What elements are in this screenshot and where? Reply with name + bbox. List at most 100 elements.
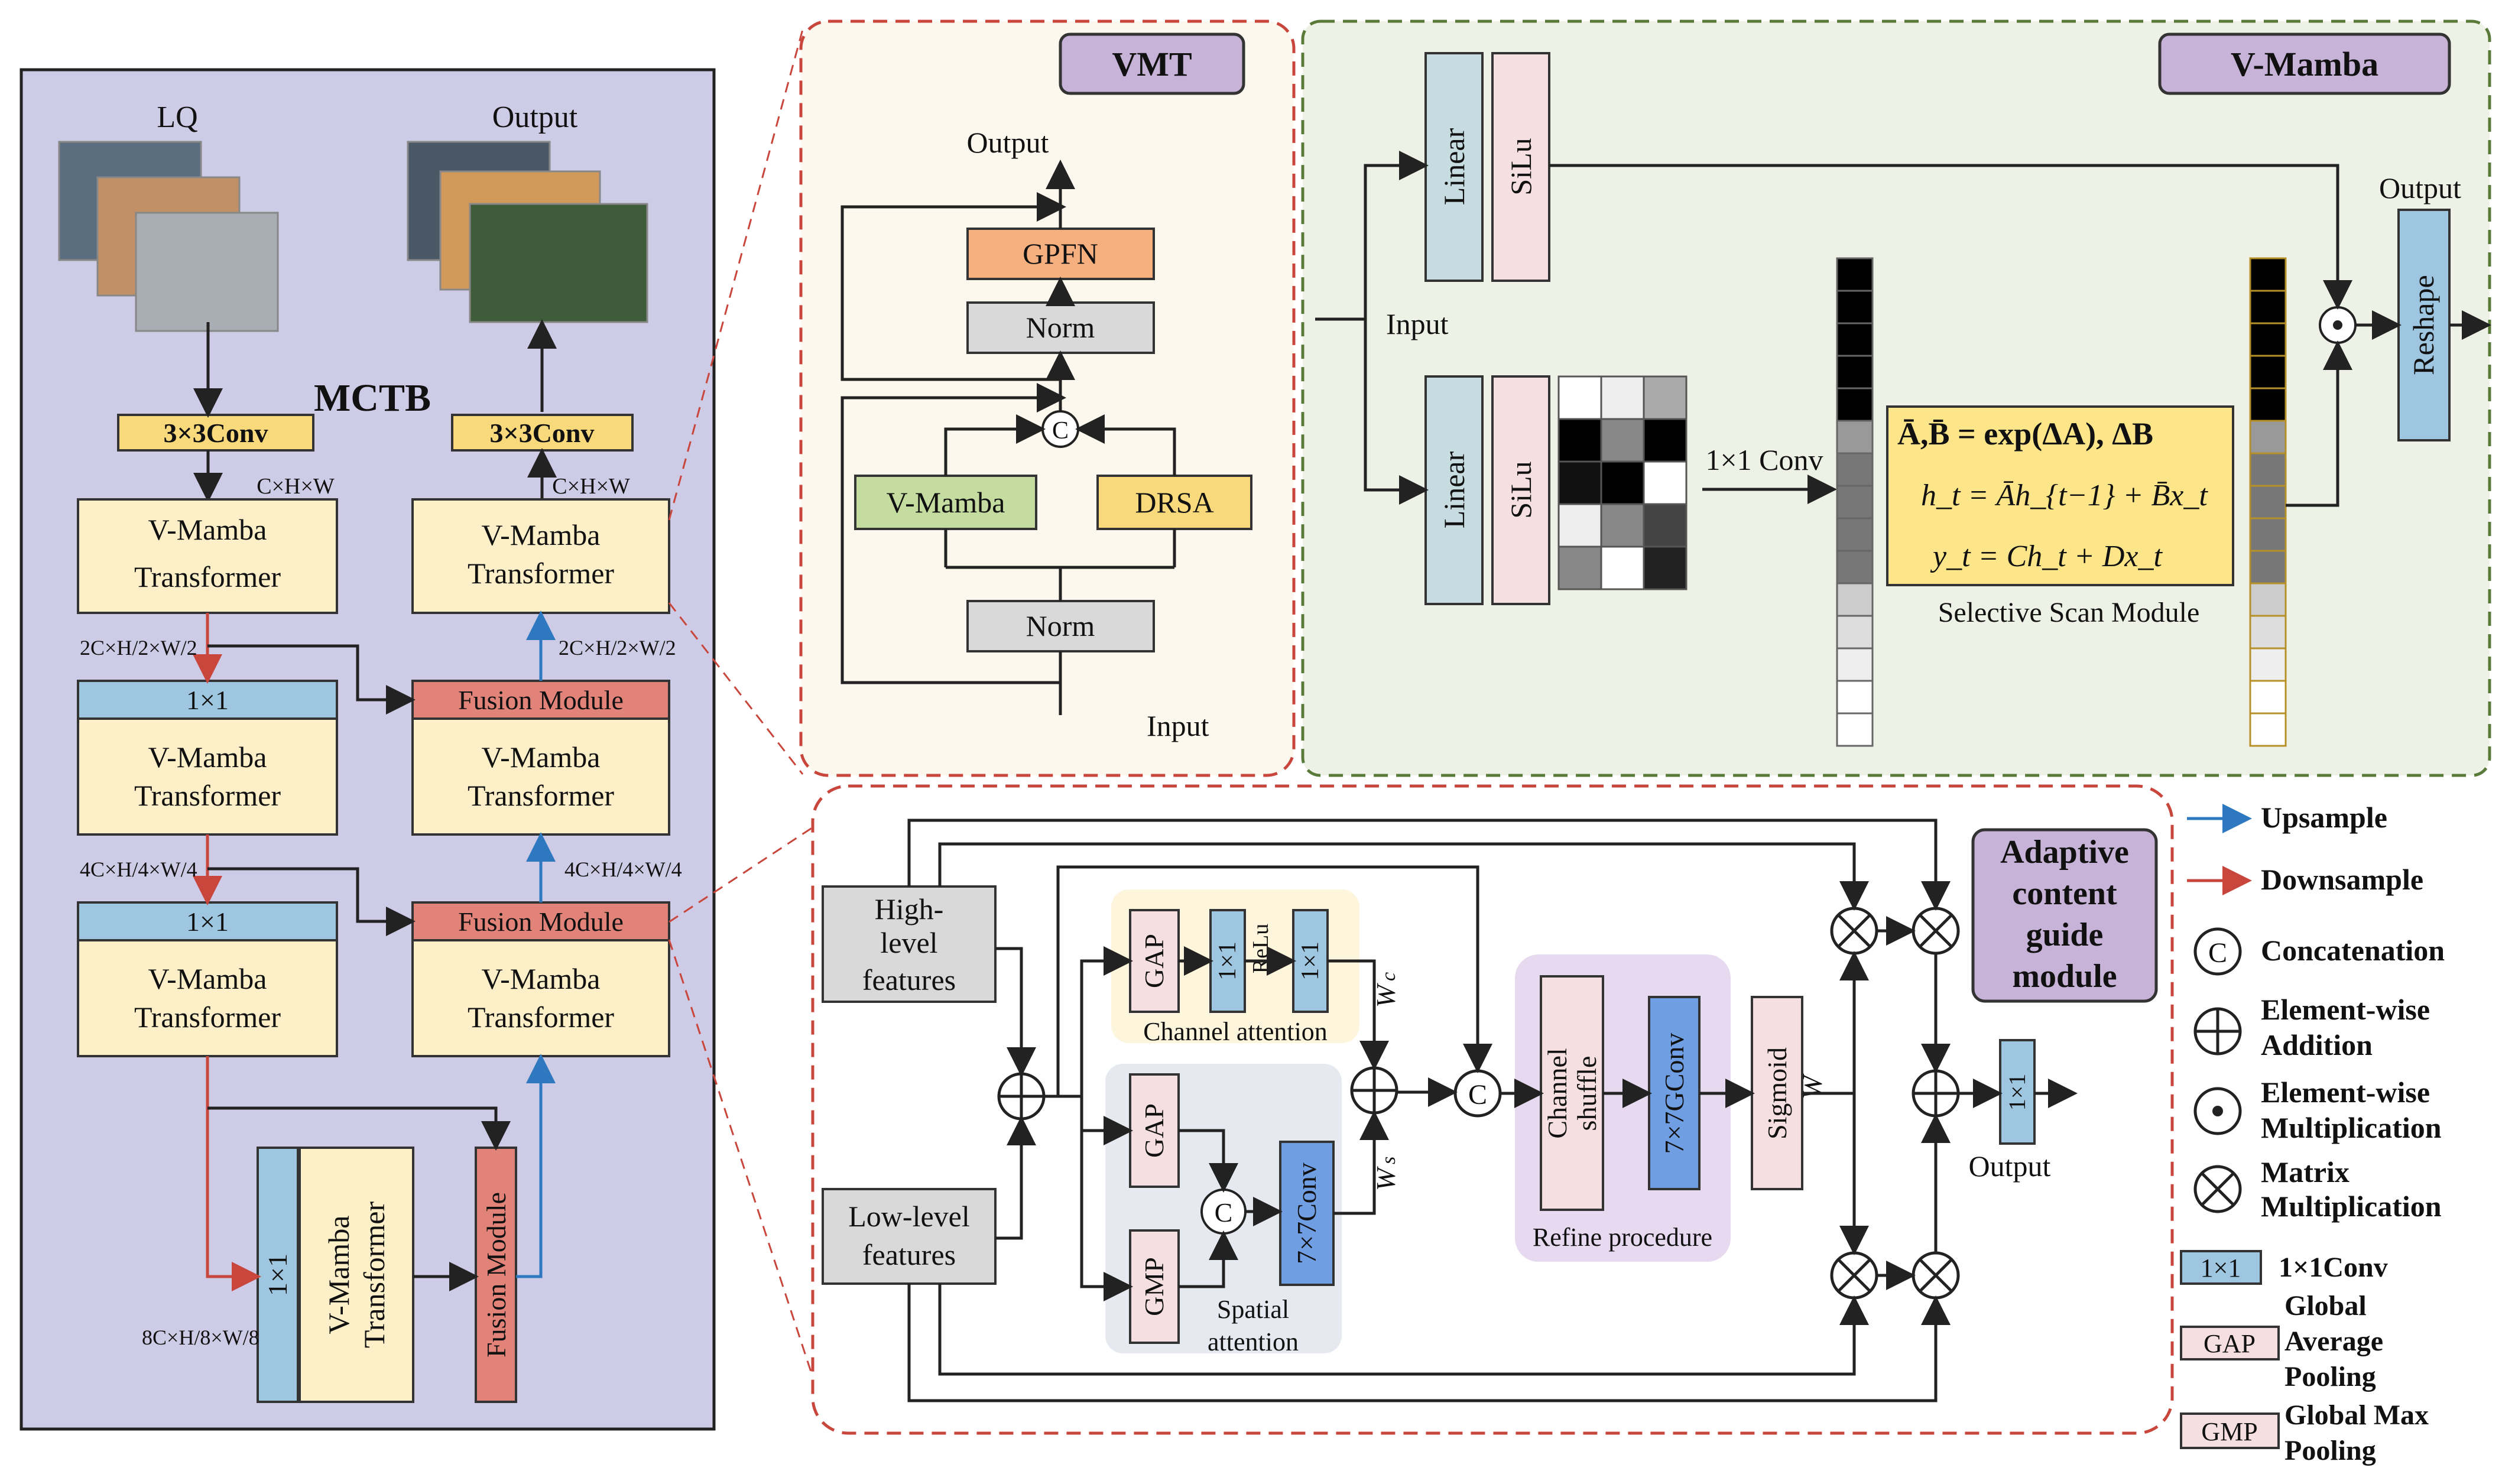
acgm-to-gap-ca	[1080, 946, 1133, 1096]
dim-chw-left: C×H×W	[257, 474, 335, 499]
lq-image-stack	[58, 141, 279, 332]
vmt-left-3-l1: V-Mamba	[148, 962, 267, 995]
legend-matmul-l1: Matrix	[2261, 1155, 2350, 1189]
legend-gap-l1: Global	[2284, 1290, 2367, 1321]
acgm-title-box	[1971, 828, 2158, 1003]
gap-ca-label: GAP	[1139, 934, 1169, 988]
conv1x1-ca-2-label: 1×1	[1297, 941, 1324, 980]
w-label: W	[1797, 1073, 1828, 1099]
channel-shuffle-l1: Channel	[1542, 1048, 1572, 1138]
vmamba-ssm-path	[2286, 340, 2352, 507]
acgm-panel: Adaptive content guide module High- leve…	[811, 784, 2174, 1435]
legend-gap-l2: Average	[2284, 1326, 2383, 1357]
reshape-label: Reshape	[2407, 275, 2440, 375]
legend-gap-key: GAP	[2204, 1329, 2256, 1358]
legend-matmul-cross	[2201, 1172, 2235, 1206]
conv1x1-bottom	[257, 1147, 299, 1403]
vmt-left-2	[77, 717, 338, 836]
concat-main-label: C	[1468, 1079, 1487, 1110]
vmt-right-3-l1: V-Mamba	[482, 962, 601, 995]
norm-bottom-box	[966, 600, 1155, 652]
vmamba-label: V-Mamba	[887, 486, 1005, 519]
equation-3: y_t = Ch_t + Dx_t	[1930, 540, 2163, 573]
legend-matmul-l2: Multiplication	[2261, 1190, 2442, 1223]
wc-sub: c	[1378, 972, 1400, 981]
conv1x1-left-2-label: 1×1	[186, 907, 229, 937]
channel-shuffle-l2: shuffle	[1572, 1056, 1602, 1131]
vmt-output-label: Output	[967, 126, 1049, 159]
sequence-in	[1836, 257, 1874, 747]
dim-chw-right: C×H×W	[552, 474, 630, 499]
add-icon-1-cross	[999, 1074, 1044, 1119]
vmt-left-3	[77, 939, 338, 1057]
norm-top-label: Norm	[1026, 311, 1095, 344]
sequence-out	[2249, 257, 2287, 747]
legend-add-l2: Addition	[2261, 1028, 2373, 1061]
legend-add-cross	[2195, 1009, 2240, 1054]
acgm-ca-to-add	[1328, 959, 1389, 1070]
linear-bottom-box	[1424, 375, 1484, 605]
high-l1: High-	[875, 892, 944, 926]
vmt-right-2-l2: Transformer	[468, 779, 614, 812]
vmamba-gate-path	[1549, 164, 2352, 310]
legend: Upsample Downsample C Concatenation Elem…	[2180, 801, 2445, 1466]
vmt-left-1-l2: Transformer	[134, 560, 281, 593]
silu-top-box	[1491, 52, 1550, 282]
add-icon-2-cross	[1352, 1068, 1397, 1113]
channel-shuffle-box	[1540, 975, 1604, 1211]
acgm-title-l3: guide	[2026, 917, 2104, 953]
vmt-bottom	[298, 1147, 414, 1403]
legend-concat-symbol: C	[2208, 937, 2227, 969]
legend-mul-dot	[2212, 1106, 2223, 1116]
acgm-high-to-add	[995, 947, 1036, 1077]
conv-out-label: 3×3Conv	[489, 418, 594, 448]
legend-conv-key: 1×1	[2201, 1254, 2241, 1282]
legend-gmp-box	[2180, 1412, 2280, 1449]
gmp-box-sa	[1129, 1229, 1180, 1344]
legend-gmp-key: GMP	[2201, 1417, 2257, 1446]
vmt-right-2-l1: V-Mamba	[482, 741, 601, 774]
legend-gmp-l1: Global Max	[2284, 1399, 2429, 1431]
acgm-low-skip-inner	[938, 1284, 1869, 1376]
acgm-title-l2: content	[2012, 875, 2117, 912]
vmt-left-2-l1: V-Mamba	[148, 741, 267, 774]
vmamba-panel: V-Mamba Input Output Linear SiLu Linear …	[1301, 20, 2491, 777]
low-level-features-box	[822, 1188, 997, 1285]
vmt-vmamba-to-concat	[944, 414, 1046, 476]
vmamba-input-to-linear-bottom	[1364, 319, 1429, 505]
sa-concat-label: C	[1215, 1197, 1233, 1228]
skip-connection-1	[207, 644, 416, 715]
legend-gmp-l2: Pooling	[2284, 1435, 2376, 1466]
equation-box	[1886, 405, 2234, 586]
dim2-left: 2C×H/2×W/2	[80, 636, 197, 660]
vmt-drsa-to-concat	[1075, 414, 1176, 476]
drsa-label: DRSA	[1135, 486, 1213, 519]
acgm-gmp-to-concat	[1179, 1230, 1238, 1288]
silu-bottom-box	[1491, 375, 1550, 605]
acgm-output-label: Output	[1969, 1149, 2051, 1183]
vmt-left-1-l1: V-Mamba	[148, 513, 267, 546]
legend-conv-box	[2180, 1250, 2262, 1285]
acgm-high-skip-inner	[938, 842, 1869, 911]
vmt-input-label: Input	[1147, 709, 1209, 742]
relu-label: ReLu	[1248, 924, 1273, 973]
ws-sub: s	[1378, 1157, 1400, 1164]
vmamba-title-box	[2158, 33, 2451, 95]
conv-in-box	[117, 414, 314, 452]
conv1x1-ca-1-label: 1×1	[1214, 941, 1241, 980]
high-l3: features	[862, 963, 956, 996]
norm-bottom-label: Norm	[1026, 609, 1095, 642]
refine-label: Refine procedure	[1533, 1223, 1712, 1252]
acgm-low-to-add	[995, 1116, 1036, 1240]
dim8: 8C×H/8×W/8	[142, 1326, 259, 1349]
upsample-arrow-3	[516, 1054, 556, 1278]
conv1x1-output-label: 1×1	[2004, 1074, 2030, 1111]
equation-2: h_t = Āh_{t−1} + B̄x_t	[1921, 479, 2208, 512]
acgm-title-l1: Adaptive	[2000, 834, 2129, 871]
fusion-module-bottom-label: Fusion Module	[481, 1192, 511, 1358]
legend-upsample: Upsample	[2261, 801, 2387, 834]
mctb-title: MCTB	[314, 376, 431, 420]
legend-downsample: Downsample	[2261, 863, 2423, 896]
legend-add-l1: Element-wise	[2261, 993, 2430, 1026]
